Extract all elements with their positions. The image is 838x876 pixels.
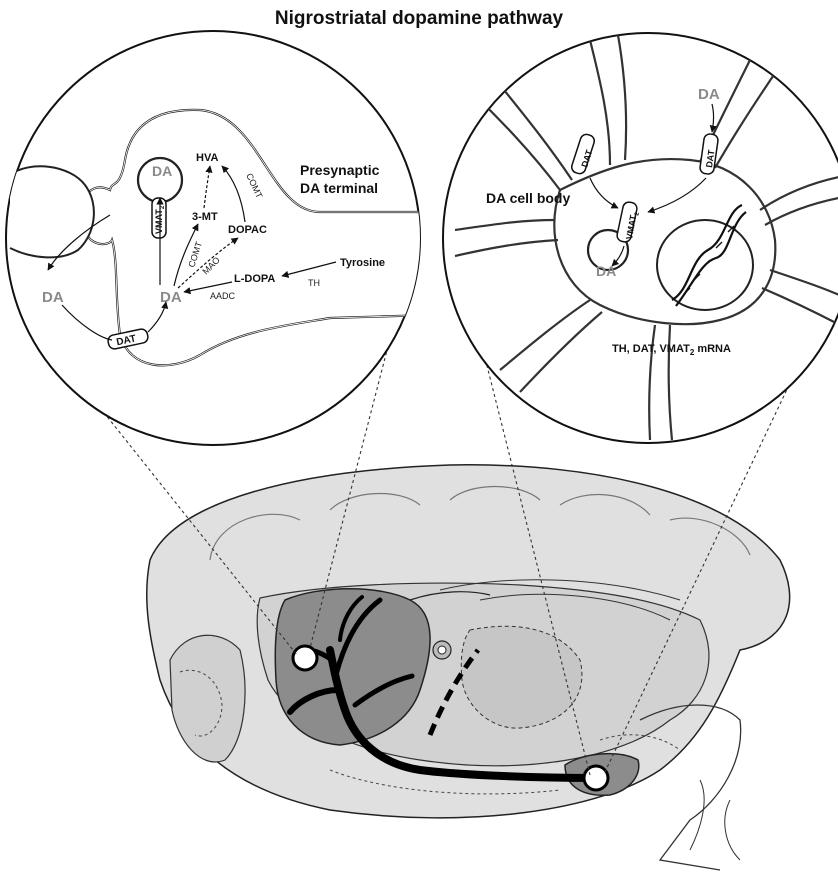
olfactory-region [170, 635, 245, 762]
terminal-heading-1: Presynaptic [300, 162, 380, 178]
terminal-hva: HVA [196, 152, 218, 164]
terminal-zoom-circle: DA VMAT2 DAT Presynaptic DA terminal DA … [6, 31, 430, 445]
terminal-ldopa: L-DOPA [234, 273, 275, 285]
terminal-da-cytosol: DA [160, 289, 182, 306]
cell-heading: DA cell body [486, 190, 570, 206]
terminal-th: TH [308, 278, 320, 288]
cell-da-top: DA [698, 86, 720, 103]
cell-mrna-suffix: mRNA [694, 343, 731, 355]
terminal-heading-2: DA terminal [300, 180, 378, 196]
cell-body-zoom-circle: TH, DAT, VMAT2 mRNA DA VMAT2 DAT DAT DA … [443, 33, 838, 443]
cell-mrna-prefix: TH, DAT, VMAT [612, 343, 690, 355]
zoom-site-cell-body [584, 766, 608, 790]
postsynaptic-spine [10, 166, 94, 257]
terminal-aadc: AADC [210, 291, 236, 301]
zoom-site-terminal [293, 646, 317, 670]
terminal-dopac: DOPAC [228, 224, 267, 236]
terminal-3mt: 3-MT [192, 211, 218, 223]
terminal-da-vesicle-label: DA [152, 163, 172, 179]
terminal-da-cleft: DA [42, 289, 64, 306]
terminal-vmat2: VMAT2 [152, 198, 166, 238]
cell-mrna-label: TH, DAT, VMAT2 mRNA [612, 343, 731, 357]
terminal-tyrosine: Tyrosine [340, 257, 385, 269]
terminal-vmat-label: VMAT [154, 209, 164, 234]
